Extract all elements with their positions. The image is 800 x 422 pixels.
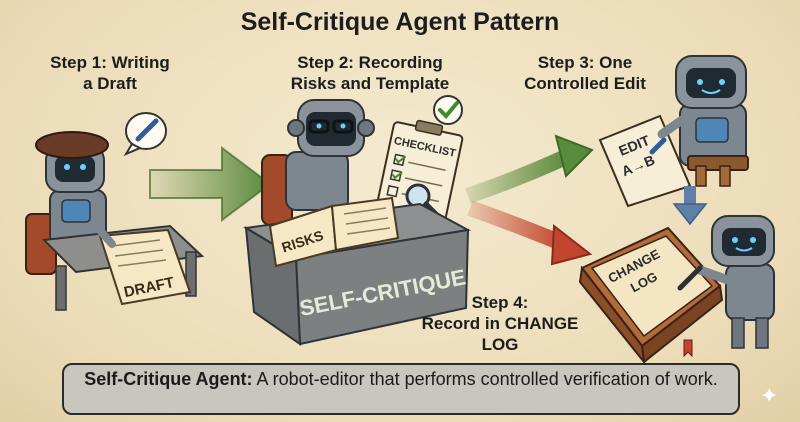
edit-paper: EDIT A→B: [598, 114, 692, 208]
step3-scene: EDIT A→B: [598, 55, 749, 208]
step2-label: Step 2: Recording Risks and Template: [290, 53, 450, 93]
caption-box: Self-Critique Agent: A robot-editor that…: [62, 363, 740, 415]
step4-scene: CHANGE LOG: [578, 215, 775, 366]
step1-scene: DRAFT: [25, 112, 205, 311]
caption-bold: Self-Critique Agent:: [84, 369, 253, 389]
risks-book: RISKS: [268, 196, 400, 268]
arrow-step3-to-step4: [672, 186, 708, 226]
draft-scroll: DRAFT: [98, 228, 192, 306]
arrow-step2-to-step3: [465, 134, 594, 204]
pen-bubble-icon: [123, 112, 167, 157]
sparkle-icon: ✦: [760, 383, 779, 408]
diagram-title: Self-Critique Agent Pattern: [240, 8, 560, 36]
checkmark-icon: [433, 95, 463, 125]
step2-scene: CHECKLIST SELF-CRITIQUE: [243, 95, 472, 346]
caption-text: A robot-editor that performs controlled …: [252, 369, 718, 389]
checklist-clipboard: CHECKLIST: [375, 119, 464, 227]
arrow-step1-to-step2: [149, 146, 272, 222]
step1-label: Step 1: Writing a Draft: [50, 53, 170, 93]
arrow-step2-to-step4: [467, 200, 593, 266]
change-log-book: CHANGE LOG: [578, 226, 724, 366]
step4-label: Step 4: Record in CHANGE LOG: [421, 293, 579, 354]
step3-label: Step 3: One Controlled Edit: [524, 53, 646, 93]
